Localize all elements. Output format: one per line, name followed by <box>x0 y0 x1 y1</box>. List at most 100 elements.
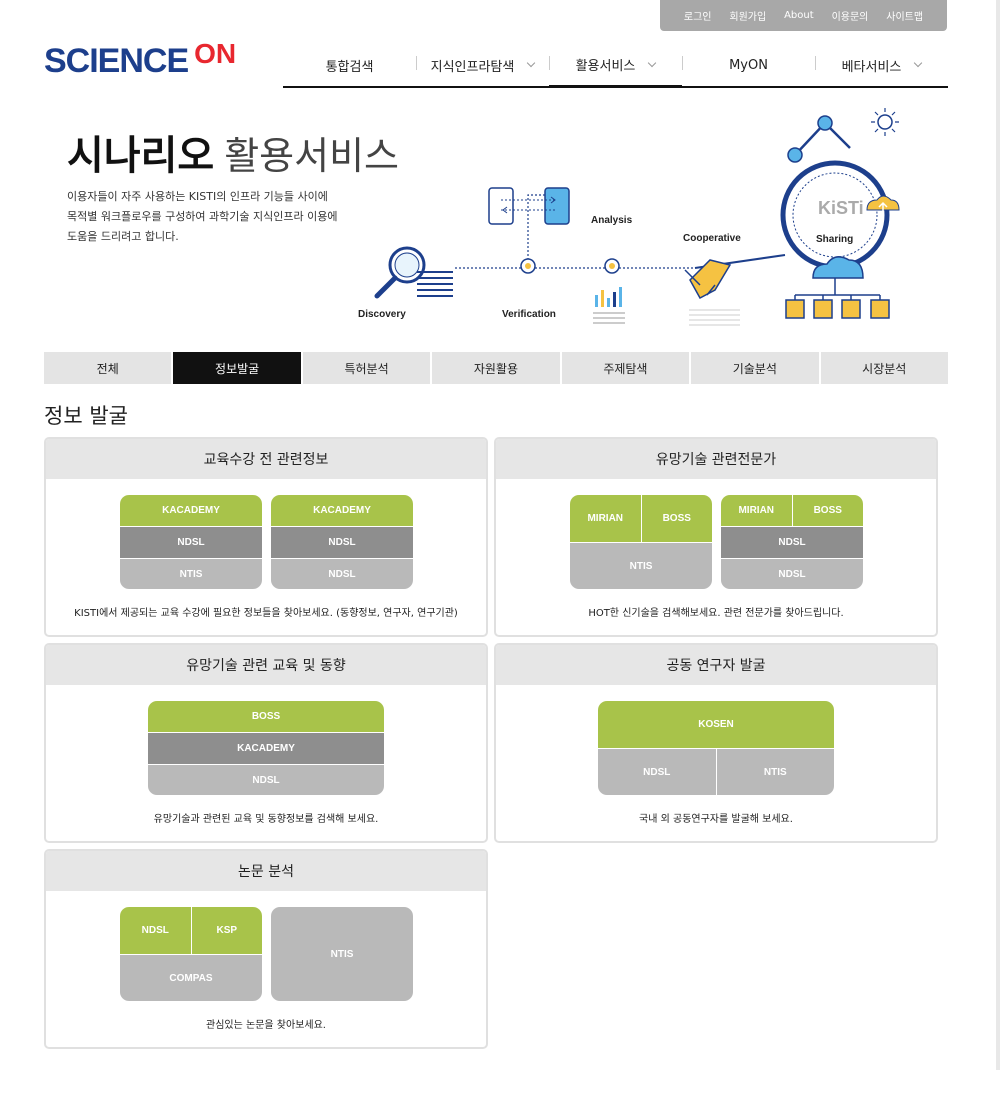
nav-integrated-search[interactable]: 통합검색 <box>283 44 416 86</box>
service-mirian: MIRIAN <box>738 505 775 516</box>
hero-desc-line: 이용자들이 자주 사용하는 KISTI의 인프라 기능들 사이에 <box>67 190 328 203</box>
card-description: KISTI에서 제공되는 교육 수강에 필요한 정보들을 찾아보세요. (동향정… <box>74 608 458 619</box>
nav-label: 베타서비스 <box>841 59 902 75</box>
card-description: HOT한 신기술을 검색해보세요. 관련 전문가를 찾아드립니다. <box>588 608 844 619</box>
service-ndsl: NDSL <box>271 558 413 589</box>
service-box[interactable]: KOSEN NDSL NTIS <box>598 701 834 795</box>
bar-chart-icon <box>593 287 625 324</box>
login-link[interactable]: 로그인 <box>683 12 712 23</box>
sitemap-link[interactable]: 사이트맵 <box>886 12 924 23</box>
nav-beta-service[interactable]: 베타서비스 <box>815 44 948 86</box>
service-box[interactable]: NTIS <box>271 907 413 1001</box>
service-ndsl: NDSL <box>141 925 169 936</box>
card-title: 공동 연구자 발굴 <box>496 645 936 685</box>
card-title: 유망기술 관련전문가 <box>496 439 936 479</box>
sharing-circle-icon <box>780 108 900 319</box>
main-nav: 통합검색 지식인프라탐색 활용서비스 MyON 베타서비스 <box>283 44 948 88</box>
signup-link[interactable]: 회원가입 <box>729 12 767 23</box>
nav-label: 활용서비스 <box>575 59 636 74</box>
section-title: 정보 발굴 <box>44 404 128 428</box>
nav-utilization-service[interactable]: 활용서비스 <box>549 44 682 88</box>
service-row: NDSL NTIS <box>598 748 834 795</box>
card-title: 논문 분석 <box>46 851 486 891</box>
tab-topic-explore[interactable]: 주제탐색 <box>561 352 690 384</box>
scrollbar[interactable] <box>996 0 1000 1070</box>
nav-myon[interactable]: MyON <box>682 44 815 86</box>
service-ndsl: NDSL <box>721 558 863 589</box>
tab-all[interactable]: 전체 <box>44 352 172 384</box>
service-kacademy: KACADEMY <box>271 495 413 526</box>
service-kosen: KOSEN <box>598 701 834 748</box>
handshake-icon <box>684 259 740 326</box>
service-ntis: NTIS <box>715 749 835 795</box>
about-link[interactable]: About <box>784 10 814 21</box>
service-mirian: MIRIAN <box>587 513 624 524</box>
nav-label: 지식인프라탐색 <box>430 59 515 75</box>
step-discovery: Discovery <box>358 309 406 320</box>
category-tabs: 전체 정보발굴 특허분석 자원활용 주제탐색 기술분석 시장분석 <box>44 352 948 384</box>
scenario-card[interactable]: 교육수강 전 관련정보 KACADEMY NDSL NTIS KACADEMY … <box>44 437 488 637</box>
service-row: MIRIAN BOSS <box>721 495 863 526</box>
tab-tech-analysis[interactable]: 기술분석 <box>691 352 819 384</box>
service-row: MIRIAN BOSS <box>570 495 712 542</box>
scenario-card[interactable]: 유망기술 관련 교육 및 동향 BOSS KACADEMY NDSL 유망기술과… <box>44 643 488 843</box>
logo-on-text: ON <box>194 38 237 69</box>
chevron-down-icon <box>527 58 536 68</box>
service-box[interactable]: MIRIAN BOSS NDSL NDSL <box>721 495 863 589</box>
hero-title-bold: 시나리오 <box>67 133 215 179</box>
scenario-card[interactable]: 논문 분석 NDSL KSP COMPAS NTIS 관심있는 논문을 찾아보세… <box>44 849 488 1049</box>
chevron-down-icon <box>648 58 657 67</box>
service-kacademy: KACADEMY <box>120 495 262 526</box>
magnifier-icon <box>374 246 453 299</box>
hero-title-light: 활용서비스 <box>224 134 400 178</box>
nav-knowledge-infra[interactable]: 지식인프라탐색 <box>416 44 549 86</box>
nav-label: MyON <box>729 57 768 73</box>
service-row: NDSL KSP <box>120 907 262 954</box>
card-title: 유망기술 관련 교육 및 동향 <box>46 645 486 685</box>
logo-science-text: SCIENCE <box>44 42 189 80</box>
hero-desc-line: 목적별 워크플로우를 구성하여 과학기술 지식인프라 이용에 <box>67 210 338 223</box>
service-box[interactable]: KACADEMY NDSL NTIS <box>120 495 262 589</box>
contact-link[interactable]: 이용문의 <box>831 12 869 23</box>
service-box[interactable]: MIRIAN BOSS NTIS <box>570 495 712 589</box>
workflow-illustration: KiSTi Sharing Discovery Verification Ana… <box>358 108 900 326</box>
service-kacademy: KACADEMY <box>148 732 384 764</box>
service-boss: BOSS <box>791 495 864 526</box>
step-cooperative: Cooperative <box>683 233 741 244</box>
card-description: 국내 외 공동연구자를 발굴해 보세요. <box>639 814 793 825</box>
service-ndsl: NDSL <box>643 766 671 778</box>
scenario-card[interactable]: 공동 연구자 발굴 KOSEN NDSL NTIS 국내 외 공동연구자를 발굴… <box>494 643 938 843</box>
nav-label: 통합검색 <box>325 59 374 75</box>
tab-info-discovery[interactable]: 정보발굴 <box>173 352 301 384</box>
service-ndsl: NDSL <box>148 764 384 795</box>
service-ntis: NTIS <box>120 558 262 589</box>
scenario-card[interactable]: 유망기술 관련전문가 MIRIAN BOSS NTIS MIRIAN BOSS … <box>494 437 938 637</box>
service-boss: BOSS <box>148 701 384 732</box>
service-ndsl: NDSL <box>120 526 262 558</box>
utility-bar: 로그인 회원가입 About 이용문의 사이트맵 <box>660 0 947 31</box>
service-boss: BOSS <box>640 495 713 542</box>
service-ntis: NTIS <box>271 907 413 1001</box>
service-ndsl: NDSL <box>721 526 863 558</box>
documents-icon <box>488 187 570 225</box>
scienceon-logo[interactable]: SCIENCE ON <box>44 38 237 80</box>
service-box[interactable]: KACADEMY NDSL NDSL <box>271 495 413 589</box>
chevron-down-icon <box>914 58 923 68</box>
card-title: 교육수강 전 관련정보 <box>46 439 486 479</box>
step-verification: Verification <box>502 309 556 320</box>
card-description: 유망기술과 관련된 교육 및 동향정보를 검색해 보세요. <box>153 814 379 825</box>
card-description: 관심있는 논문을 찾아보세요. <box>206 1020 326 1031</box>
kisti-logo-text: KiSTi <box>818 198 864 218</box>
tab-patent-analysis[interactable]: 특허분석 <box>302 352 431 384</box>
service-compas: COMPAS <box>120 954 262 1001</box>
service-box[interactable]: BOSS KACADEMY NDSL <box>148 701 384 795</box>
hero-desc-line: 도움을 드리려고 합니다. <box>67 230 179 243</box>
service-box[interactable]: NDSL KSP COMPAS <box>120 907 262 1001</box>
pin-icon <box>520 258 620 274</box>
step-analysis: Analysis <box>591 215 633 226</box>
tab-resource-use[interactable]: 자원활용 <box>432 352 560 384</box>
hero-description: 이용자들이 자주 사용하는 KISTI의 인프라 기능들 사이에 목적별 워크플… <box>67 187 377 247</box>
tab-market-analysis[interactable]: 시장분석 <box>820 352 948 384</box>
service-ndsl: NDSL <box>271 526 413 558</box>
